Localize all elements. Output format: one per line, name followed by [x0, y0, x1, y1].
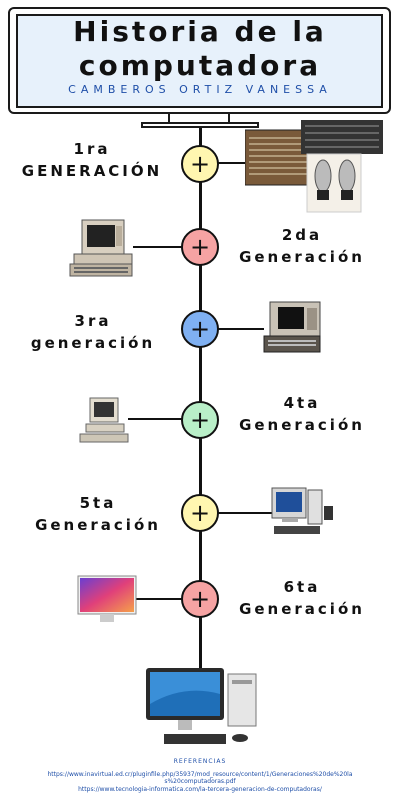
gen1-number: 1ra: [73, 140, 111, 158]
gen3-label: 3ra generación: [18, 310, 168, 354]
gen2-word: Generación: [239, 248, 365, 266]
timeline-line: [199, 128, 202, 668]
gen6-label: 6ta Generación: [222, 576, 382, 620]
monitor-neck: [168, 114, 230, 122]
monitor-stand: [141, 122, 259, 128]
gen5-number: 5ta: [79, 494, 117, 512]
gen5-connector: [218, 512, 274, 514]
gen1-word: GENERACIÓN: [21, 162, 163, 180]
references-title: REFERENCIAS: [173, 758, 227, 765]
gen3-node[interactable]: +: [181, 310, 219, 348]
gen3-connector: [218, 328, 264, 330]
imac-icon: [76, 574, 138, 626]
gen4-number: 4ta: [283, 394, 321, 412]
page-title-line2: computadora: [78, 49, 322, 82]
desktop-pc-icon: [78, 396, 130, 446]
gen6-connector: [136, 598, 183, 600]
author-name: CAMBEROS ORTIZ VANESSA: [68, 83, 332, 96]
gen5-node[interactable]: +: [181, 494, 219, 532]
gen2-connector: [133, 246, 183, 248]
gen5-label: 5ta Generación: [18, 492, 178, 536]
crt-desktop-icon: [270, 486, 336, 540]
reference-link-1[interactable]: https://www.inavirtual.ed.cr/pluginfile.…: [47, 771, 353, 778]
gen3-number: 3ra: [74, 312, 112, 330]
gen4-label: 4ta Generación: [222, 392, 382, 436]
vacuum-tube-computer-icon: [244, 118, 385, 214]
gen1-connector: [218, 162, 246, 164]
retro-computer-icon: [68, 216, 136, 278]
modern-desktop-icon: [144, 664, 262, 750]
gen1-label: 1ra GENERACIÓN: [6, 138, 178, 182]
page-title-line1: Historia de la: [73, 15, 327, 48]
portable-computer-icon: [262, 300, 322, 356]
reference-link-1-cont[interactable]: s%20computadoras.pdf: [164, 778, 236, 785]
gen4-node[interactable]: +: [181, 401, 219, 439]
gen4-word: Generación: [239, 416, 365, 434]
reference-link-2[interactable]: https://www.tecnologia-informatica.com/l…: [78, 786, 322, 793]
gen3-word: generación: [30, 334, 156, 352]
gen6-number: 6ta: [283, 578, 321, 596]
gen5-word: Generación: [35, 516, 161, 534]
gen2-node[interactable]: +: [181, 228, 219, 266]
gen6-word: Generación: [239, 600, 365, 618]
header-screen: [16, 14, 383, 108]
gen2-number: 2da: [281, 226, 323, 244]
gen4-connector: [128, 418, 183, 420]
gen6-node[interactable]: +: [181, 580, 219, 618]
gen1-node[interactable]: +: [181, 145, 219, 183]
gen2-label: 2da Generación: [222, 224, 382, 268]
